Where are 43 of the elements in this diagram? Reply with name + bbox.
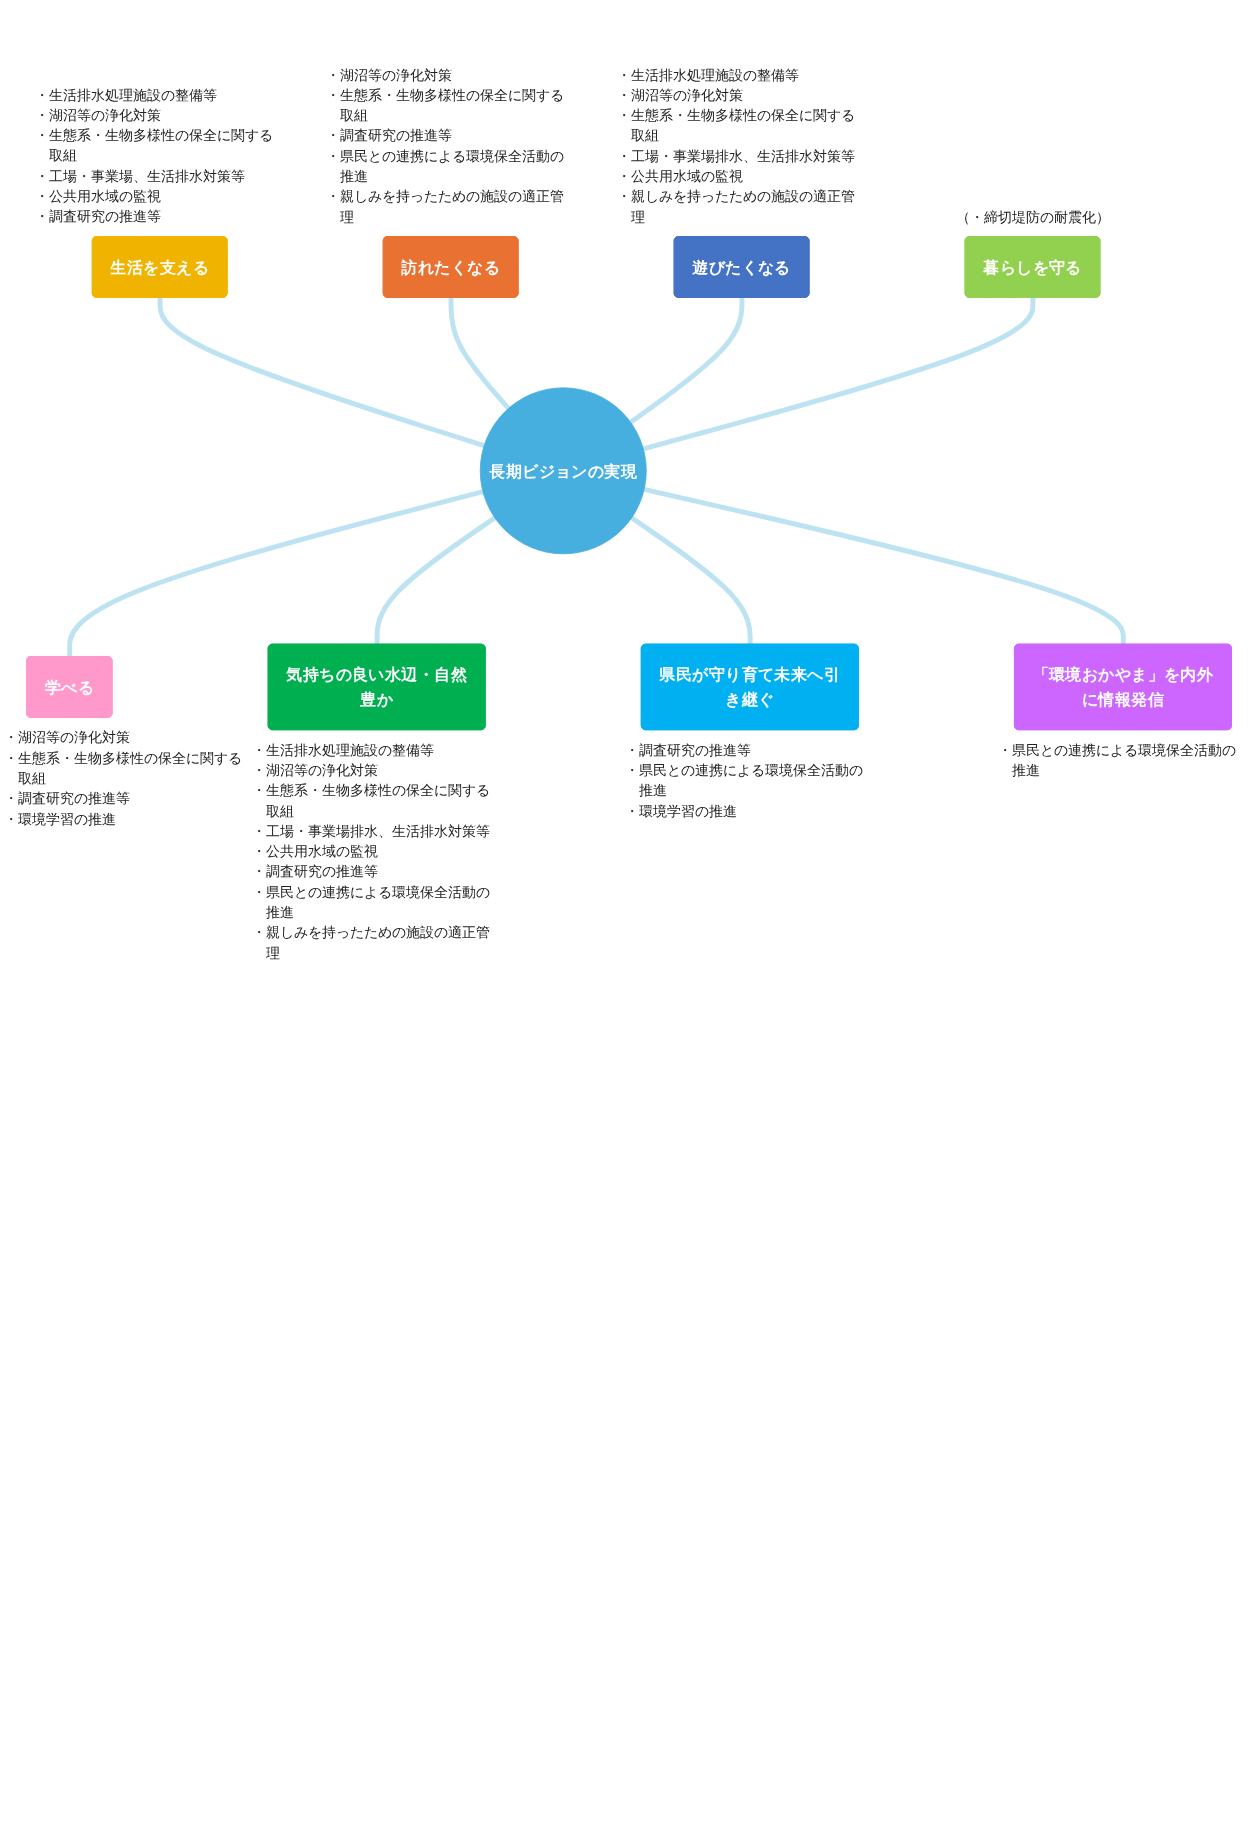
- list-item: ・生態系・生物多様性の保全に関する取組: [326, 85, 566, 126]
- list-item: ・公共用水域の監視: [617, 167, 744, 187]
- list-item: ・公共用水域の監視: [252, 842, 379, 862]
- node-circle: 長期ビジョンの実現: [479, 387, 647, 555]
- list-item: ・調査研究の推進等: [4, 789, 130, 809]
- list-item: ・環境学習の推進: [625, 801, 738, 821]
- list-item: ・生態系・生物多様性の保全に関する取組: [4, 748, 243, 788]
- list-item: ・湖沼等の浄化対策: [326, 65, 453, 85]
- connector: [630, 515, 753, 645]
- list-item: ・県民との連携による環境保全活動の推進: [252, 882, 492, 923]
- list-item: ・環境学習の推進: [4, 809, 116, 829]
- list-item: ・工場・事業場排水、生活排水対策等: [252, 821, 491, 841]
- list-item: ・工場・事業場排水、生活排水対策等: [617, 146, 856, 166]
- list-item: ・生活排水処理施設の整備等: [617, 65, 800, 85]
- list-item: ・調査研究の推進等: [35, 207, 162, 227]
- connector: [642, 297, 1036, 452]
- list-item: ・県民との連携による環境保全活動の推進: [326, 146, 566, 187]
- list-item: ・県民との連携による環境保全活動の推進: [625, 761, 865, 801]
- connector: [67, 489, 484, 657]
- connector: [448, 297, 511, 411]
- list-item: ・調査研究の推進等: [252, 862, 379, 882]
- list-item: ・親しみを持ったための施設の適正管理: [252, 923, 492, 963]
- list-item: ・公共用水域の監視: [35, 187, 162, 207]
- list-item: ・生活排水処理施設の整備等: [252, 740, 435, 760]
- list-item: ・湖沼等の浄化対策: [35, 105, 162, 125]
- list-item: ・県民との連携による環境保全活動の推進: [998, 740, 1238, 780]
- list-item: ・湖沼等の浄化対策: [252, 761, 379, 780]
- list-item: ・調査研究の推進等: [326, 126, 453, 146]
- list-item: ・工場・事業場、生活排水対策等: [35, 166, 246, 186]
- list-item: ・生態系・生物多様性の保全に関する取組: [35, 126, 275, 166]
- list-item: ・調査研究の推進等: [625, 740, 752, 760]
- list-item: （・締切堤防の耐震化）: [955, 207, 1110, 227]
- list-item: ・生態系・生物多様性の保全に関する取組: [617, 106, 857, 146]
- connector: [643, 486, 1126, 645]
- connector: [629, 297, 745, 425]
- list-item: ・生活排水処理施設の整備等: [35, 85, 218, 105]
- list-item: ・生態系・生物多様性の保全に関する取組: [252, 781, 492, 821]
- list-item: ・親しみを持ったための施設の適正管理: [326, 187, 566, 227]
- connector: [157, 297, 485, 449]
- list-item: ・親しみを持ったための施設の適正管理: [617, 187, 857, 227]
- list-item: ・湖沼等の浄化対策: [4, 728, 130, 748]
- list-item: ・湖沼等の浄化対策: [617, 85, 744, 105]
- connector: [374, 515, 497, 645]
